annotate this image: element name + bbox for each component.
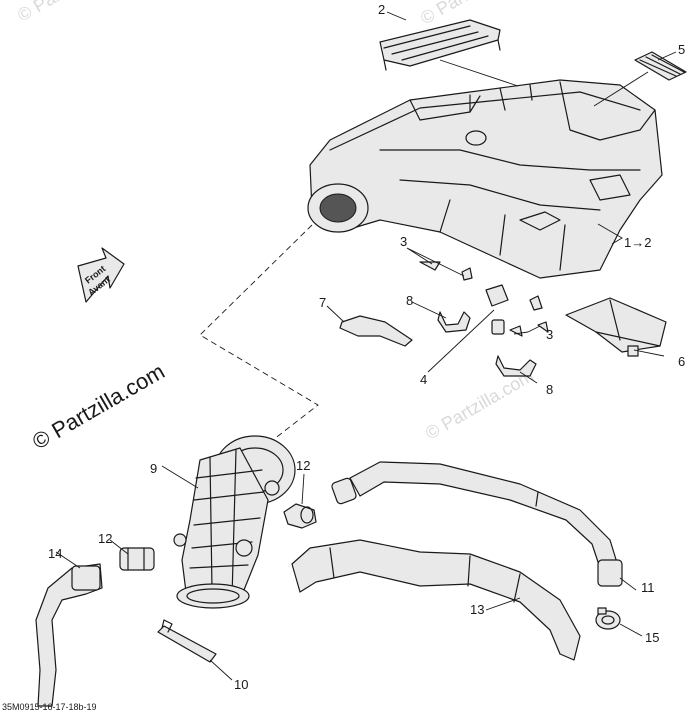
part-12-fitting-left	[119, 547, 155, 571]
part-10-clamp	[157, 619, 217, 663]
callout-11: 11	[641, 580, 655, 595]
callout-12-right: 12	[296, 458, 310, 473]
callout-9: 9	[150, 461, 157, 476]
part-15-clamp	[595, 607, 621, 630]
front-direction-arrow: Front Avant	[77, 247, 125, 303]
dashed-connection-line	[199, 224, 319, 451]
callout-8-upper: 8	[406, 293, 413, 308]
part-7-foam-strip	[339, 315, 413, 347]
part-14-short-hose	[35, 563, 103, 707]
callout-5: 5	[678, 42, 685, 57]
callout-6: 6	[678, 354, 685, 369]
leader-cover-to-housing	[439, 59, 519, 87]
part-12-fitting-right	[283, 503, 317, 529]
callout-4: 4	[420, 372, 427, 387]
part-13-lower-hose	[291, 539, 581, 661]
watermark-faint-mid: © Partzilla.com	[422, 365, 537, 443]
part-3-clips-lower	[509, 295, 549, 337]
callout-15: 15	[645, 630, 659, 645]
part-9-intake-boot	[173, 435, 296, 609]
callout-8-lower: 8	[546, 382, 553, 397]
part-11-upper-hose	[331, 461, 623, 587]
callout-3-lower: 3	[546, 327, 553, 342]
callout-3-upper: 3	[400, 234, 407, 249]
callout-2: 2	[378, 2, 385, 17]
callout-12-left: 12	[98, 531, 112, 546]
callout-14: 14	[48, 546, 62, 561]
part-3-clips-upper	[419, 261, 473, 281]
part-8-bracket-upper	[437, 311, 471, 333]
watermark-faint-top: © Partzilla.com	[14, 0, 129, 25]
callout-13: 13	[470, 602, 484, 617]
leader-lines	[55, 11, 677, 681]
leader-strip-to-housing	[593, 71, 649, 107]
diagram-reference-code: 35M0915-16-17-18b-19	[2, 702, 97, 712]
callout-7: 7	[319, 295, 326, 310]
callout-10: 10	[234, 677, 248, 692]
part-1-airbox-housing	[307, 79, 663, 279]
part-2-filter-cover	[379, 19, 501, 71]
watermark-main: © Partzilla.com	[28, 359, 169, 455]
part-4-grommet	[485, 284, 509, 335]
callout-1-to-2: 1→2	[624, 235, 651, 250]
part-8-bracket-lower	[495, 355, 537, 377]
part-5-filter-strip	[634, 51, 687, 81]
part-6-heat-shield	[565, 297, 667, 357]
